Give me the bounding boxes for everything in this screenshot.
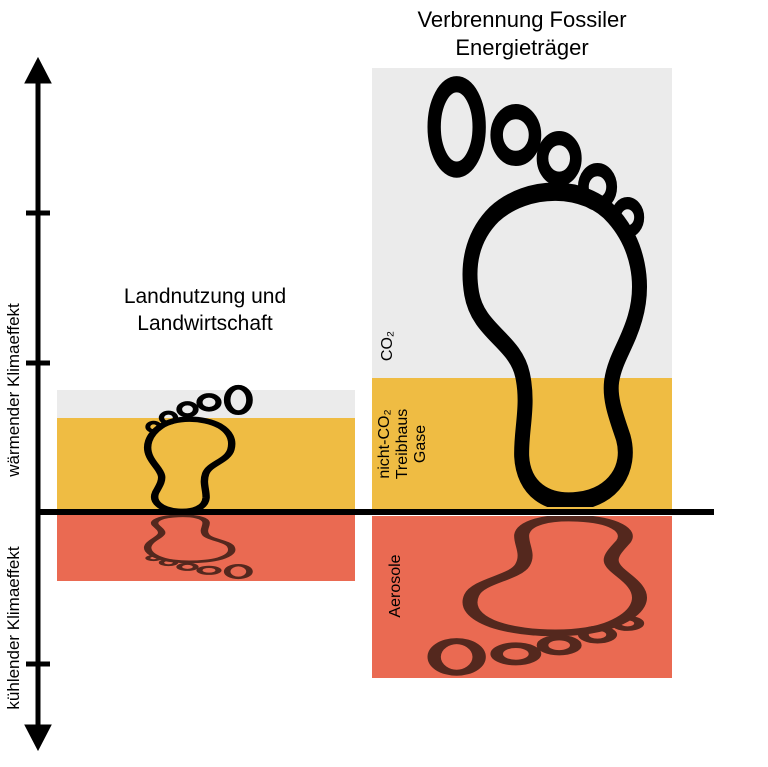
axis-label-warming: wärmender Klimaeffekt xyxy=(4,303,23,477)
co2-segment-label: CO₂ xyxy=(379,330,396,362)
left-bar-title: Landnutzung und Landwirtschaft xyxy=(123,285,287,335)
aerosole-segment-label: Aerosole xyxy=(387,554,404,618)
climate-effect-axis xyxy=(24,56,52,752)
zero-baseline xyxy=(36,509,714,515)
footprint-reflection-icon xyxy=(415,516,665,678)
footprint-icon xyxy=(135,383,259,513)
nonco2-label-line: Treibhaus xyxy=(393,408,411,480)
axis-label-cooling: kühlender Klimaeffekt xyxy=(4,546,23,710)
footprint-icon xyxy=(415,70,665,507)
axis-arrow-up-icon xyxy=(24,56,52,84)
nonco2-label-line: nicht-CO₂ xyxy=(376,409,393,479)
nonco2-segment-label: nicht-CO₂ Treibhaus Gase xyxy=(376,389,430,499)
footprint-reflection-icon xyxy=(135,515,259,580)
axis-arrow-down-icon xyxy=(24,724,52,752)
nonco2-label-line: Gase xyxy=(411,424,429,464)
right-bar-title: Verbrennung Fossiler Energieträger xyxy=(417,7,627,61)
